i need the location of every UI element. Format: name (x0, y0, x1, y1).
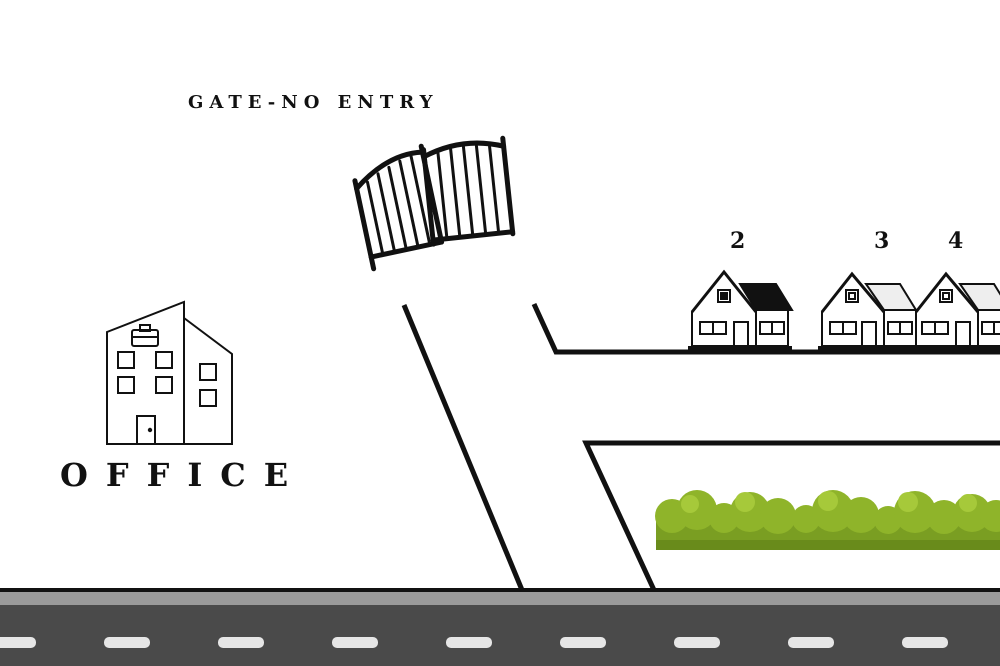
main-road (0, 588, 1000, 666)
driveway-right-edge (531, 302, 1000, 355)
house-number-2: 2 (730, 228, 746, 254)
entry-driveway (401, 302, 1000, 591)
gate-label: GATE-NO ENTRY (188, 92, 439, 113)
house-number-3: 3 (874, 228, 890, 254)
lane-dash (560, 637, 606, 648)
office-building-icon (106, 300, 233, 445)
office-label: OFFICE (60, 456, 307, 494)
house-number-4: 4 (948, 228, 964, 254)
briefcase-icon (131, 324, 159, 347)
lane-dash (446, 637, 492, 648)
house-icon (912, 271, 1000, 350)
hedge-icon (655, 490, 1000, 550)
road-asphalt (0, 605, 1000, 666)
lane-dash (788, 637, 834, 648)
gate-icon (352, 135, 516, 272)
lane-dash (332, 637, 378, 648)
driveway-left-edge (401, 304, 525, 591)
road-shoulder (0, 591, 1000, 605)
hedge-lot (582, 440, 1000, 592)
lane-dash (0, 637, 36, 648)
lane-markings (0, 637, 948, 648)
house-icon (818, 271, 918, 350)
lane-dash (902, 637, 948, 648)
house-icon (688, 269, 794, 350)
house-row (688, 269, 1000, 350)
lane-dash (104, 637, 150, 648)
lane-dash (674, 637, 720, 648)
lane-dash (218, 637, 264, 648)
hedge-lot-border (582, 440, 1000, 592)
